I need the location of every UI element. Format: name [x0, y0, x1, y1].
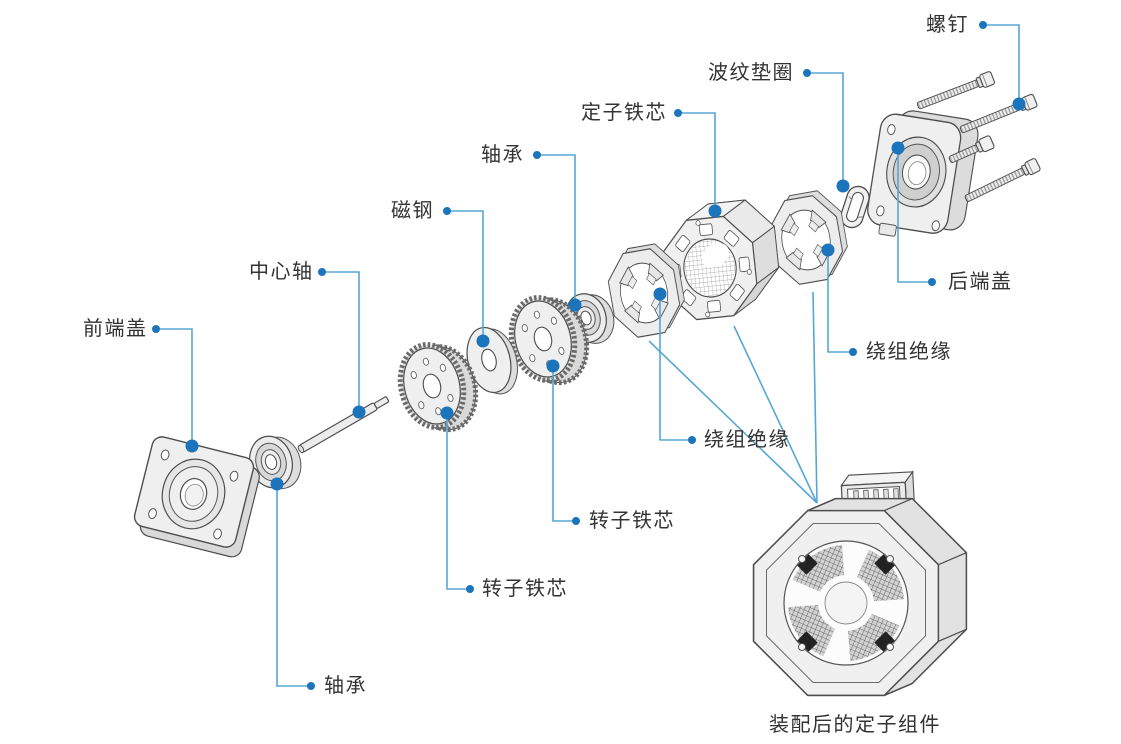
label-screws: 螺钉	[926, 14, 969, 36]
label-center-shaft: 中心轴	[249, 261, 314, 283]
dot-part-front-end-cover	[185, 439, 199, 453]
dot-part-rotor-core-right	[546, 359, 560, 373]
converge-line-2	[733, 325, 818, 504]
dot-label-magnet	[443, 207, 451, 215]
leader-winding-insulation-center	[659, 294, 692, 441]
label-stator-core: 定子铁芯	[581, 102, 667, 124]
rear-end-cover-drawing	[867, 110, 979, 237]
center-shaft-drawing	[297, 396, 390, 454]
label-rear-end-cover: 后端盖	[948, 271, 1013, 293]
dot-label-winding-insulation-right	[849, 348, 857, 356]
bearing-bottom-drawing	[249, 435, 302, 490]
winding-insulation-right-drawing	[763, 186, 853, 289]
label-bearing-bottom: 轴承	[324, 675, 367, 697]
leader-lines	[156, 24, 1020, 687]
dot-label-center-shaft	[318, 268, 326, 276]
dot-label-rear-end-cover	[928, 278, 936, 286]
leader-magnet	[447, 210, 484, 341]
dot-part-winding-insulation-right	[821, 243, 835, 257]
dot-label-winding-insulation-center	[688, 436, 696, 444]
label-front-end-cover: 前端盖	[83, 318, 148, 340]
leader-rear-end-cover	[897, 148, 932, 283]
leader-bearing-bottom	[276, 484, 311, 687]
label-winding-insulation-center: 绕组绝缘	[704, 429, 790, 451]
leader-screws	[983, 24, 1020, 104]
dot-part-bearing-top	[568, 298, 582, 312]
label-winding-insulation-right: 绕组绝缘	[866, 341, 952, 363]
dot-label-rotor-core-right	[572, 517, 580, 525]
dot-label-wave-washer	[803, 69, 811, 77]
leader-bearing-top	[537, 154, 576, 305]
stator-core-drawing	[662, 199, 780, 321]
dot-label-stator-core	[674, 109, 682, 117]
dot-label-bearing-bottom	[307, 682, 315, 690]
dot-label-rotor-core-left	[466, 585, 474, 593]
dot-part-rotor-core-left	[440, 406, 454, 420]
converge-line-1	[648, 340, 818, 504]
dot-part-screws	[1012, 97, 1026, 111]
label-rotor-core-right: 转子铁芯	[589, 510, 675, 532]
wave-washer-drawing	[840, 185, 870, 229]
dot-part-winding-insulation-center	[653, 287, 667, 301]
leader-winding-insulation-right	[827, 250, 853, 353]
dot-label-bearing-top	[533, 151, 541, 159]
dot-part-wave-washer	[836, 179, 850, 193]
dot-label-front-end-cover	[152, 325, 160, 333]
label-rotor-core-left: 转子铁芯	[482, 578, 568, 600]
leader-rotor-core-left	[446, 413, 470, 590]
converge-line-3	[812, 291, 818, 504]
dot-part-magnet	[476, 334, 490, 348]
label-magnet: 磁钢	[391, 200, 434, 222]
dot-label-screws	[979, 21, 987, 29]
assembled-stator-drawing	[752, 470, 968, 697]
marker-dots	[152, 21, 1026, 690]
leader-center-shaft	[322, 271, 360, 412]
dot-part-center-shaft	[352, 405, 366, 419]
label-wave-washer: 波纹垫圈	[708, 62, 794, 84]
dot-part-rear-end-cover	[891, 141, 905, 155]
leader-wave-washer	[807, 72, 844, 186]
leader-rotor-core-right	[552, 366, 576, 522]
leader-stator-core	[678, 112, 716, 211]
front-end-cover-drawing	[133, 436, 260, 558]
label-bearing-top: 轴承	[481, 144, 524, 166]
dot-part-stator-core	[708, 204, 722, 218]
leader-front-end-cover	[156, 328, 193, 446]
diagram-caption: 装配后的定子组件	[769, 714, 941, 736]
dot-part-bearing-bottom	[270, 477, 284, 491]
